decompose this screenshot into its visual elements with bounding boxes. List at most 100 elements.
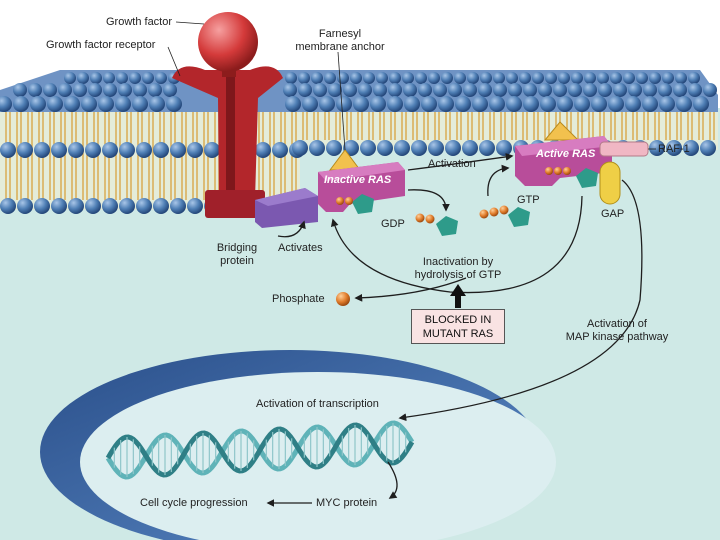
phosphates-inactive-ras xyxy=(336,197,353,205)
lipid-head xyxy=(411,140,427,156)
lipid-head xyxy=(558,72,570,84)
lipid-head xyxy=(17,142,33,158)
lipid-head xyxy=(51,198,67,214)
bridging-protein xyxy=(255,188,318,228)
lipid-head xyxy=(77,72,89,84)
lipid-head xyxy=(428,72,440,84)
lipid-head xyxy=(421,96,437,112)
lipid-head xyxy=(350,72,362,84)
phosphates-active-ras xyxy=(545,167,571,175)
lipid-head xyxy=(532,72,544,84)
label-map-line1: Activation of xyxy=(587,318,647,330)
lipid-head xyxy=(583,83,597,97)
lipid-head xyxy=(643,83,657,97)
label-bridging-line1: Bridging xyxy=(216,242,258,254)
lipid-head xyxy=(85,142,101,158)
lipid-head xyxy=(496,140,512,156)
arrow-activation xyxy=(407,153,514,171)
lipid-head xyxy=(608,96,624,112)
lipid-head xyxy=(673,83,687,97)
lipid-head xyxy=(377,140,393,156)
lipid-head xyxy=(155,72,167,84)
gtp-guanine-bound xyxy=(576,168,598,188)
lipid-head xyxy=(403,83,417,97)
gdp-guanine-released xyxy=(436,216,458,236)
lipid-head xyxy=(30,96,46,112)
lipid-head xyxy=(311,72,323,84)
lipid-head xyxy=(480,72,492,84)
lipid-head xyxy=(119,198,135,214)
lipid-head xyxy=(309,140,325,156)
lipid-head xyxy=(700,140,716,156)
label-farnesyl-anchor: Farnesyl membrane anchor xyxy=(288,28,392,54)
lipid-head xyxy=(319,96,335,112)
lipid-tails xyxy=(5,112,715,200)
lipid-head xyxy=(153,198,169,214)
lipid-head xyxy=(285,72,297,84)
lipid-head xyxy=(73,83,87,97)
lipid-head xyxy=(538,83,552,97)
lipid-head xyxy=(328,83,342,97)
label-phosphate: Phosphate xyxy=(272,293,325,305)
lipid-head xyxy=(703,83,717,97)
lipid-head xyxy=(298,72,310,84)
lipid-head xyxy=(636,72,648,84)
lipid-head xyxy=(658,83,672,97)
label-farnesyl-line2: membrane anchor xyxy=(295,41,385,53)
lipid-head xyxy=(373,83,387,97)
lipid-head xyxy=(376,72,388,84)
lipid-head xyxy=(81,96,97,112)
lipid-head xyxy=(540,96,556,112)
gdp-guanine-bound xyxy=(352,194,374,214)
lipid-head xyxy=(363,72,375,84)
label-map-kinase: Activation of MAP kinase pathway xyxy=(556,318,678,344)
lipid-head xyxy=(132,96,148,112)
lipid-head xyxy=(448,83,462,97)
label-bridging-line2: protein xyxy=(220,255,254,267)
label-activation: Activation xyxy=(428,158,476,170)
label-activation-of-transcription: Activation of transcription xyxy=(256,398,379,410)
lipid-head xyxy=(610,72,622,84)
lipid-head xyxy=(402,72,414,84)
lipid-head xyxy=(642,96,658,112)
lipid-head xyxy=(68,142,84,158)
lipid-head xyxy=(51,142,67,158)
lipid-head xyxy=(479,140,495,156)
arrow-map-kinase xyxy=(398,179,643,422)
lipid-head xyxy=(472,96,488,112)
lipid-head xyxy=(166,96,182,112)
lipid-head xyxy=(394,140,410,156)
lipid-head xyxy=(493,72,505,84)
arrow-activates xyxy=(277,220,306,238)
lipid-head xyxy=(467,72,479,84)
lipid-head xyxy=(463,83,477,97)
label-gtp: GTP xyxy=(517,194,540,206)
gtp-guanine-free xyxy=(508,207,530,227)
label-inactive-ras: Inactive RAS xyxy=(324,174,392,186)
lipid-head xyxy=(441,72,453,84)
lipid-head xyxy=(153,142,169,158)
lipid-head xyxy=(64,72,76,84)
lipid-head xyxy=(102,198,118,214)
lipid-head xyxy=(433,83,447,97)
lipid-head xyxy=(688,83,702,97)
label-bridging-protein: Bridging protein xyxy=(208,242,266,268)
lipid-head xyxy=(415,72,427,84)
leader-growth-factor xyxy=(175,21,205,25)
lipid-head xyxy=(353,96,369,112)
lipid-head xyxy=(649,140,665,156)
lipid-head xyxy=(163,83,177,97)
lipid-head xyxy=(43,83,57,97)
blocked-in-mutant-ras-box: BLOCKED IN MUTANT RAS xyxy=(411,309,505,344)
lipid-head xyxy=(204,142,220,158)
lipid-head xyxy=(489,96,505,112)
lipid-head xyxy=(688,72,700,84)
lipid-head xyxy=(523,96,539,112)
lipid-head xyxy=(545,72,557,84)
lipid-head xyxy=(557,96,573,112)
leader-farnesyl xyxy=(337,51,346,151)
lipid-head xyxy=(116,72,128,84)
lipid-head xyxy=(136,142,152,158)
arrow-inactivation xyxy=(330,195,583,294)
label-active-ras: Active RAS xyxy=(536,148,596,160)
